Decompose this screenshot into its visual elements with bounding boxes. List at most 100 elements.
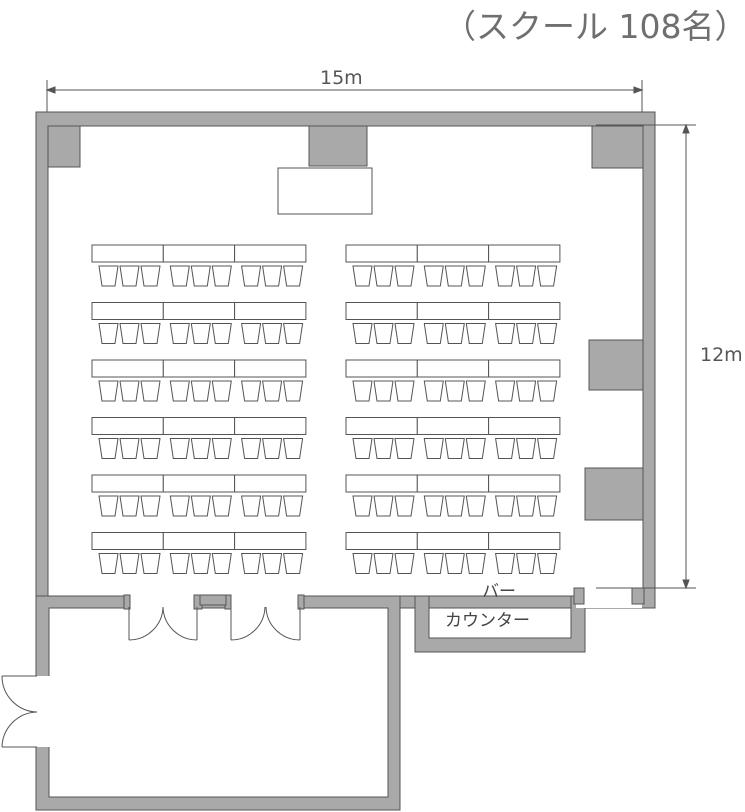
chair bbox=[516, 380, 537, 402]
chair bbox=[394, 495, 415, 517]
chair bbox=[140, 495, 161, 517]
chair bbox=[444, 380, 465, 402]
chair bbox=[394, 553, 415, 574]
chair bbox=[465, 438, 486, 459]
chair bbox=[283, 265, 304, 287]
chair bbox=[211, 265, 232, 287]
chair bbox=[169, 323, 190, 344]
chair bbox=[373, 438, 394, 459]
chair bbox=[190, 380, 211, 402]
chair bbox=[352, 265, 373, 287]
chair bbox=[444, 438, 465, 459]
table bbox=[488, 417, 561, 435]
chair bbox=[98, 553, 119, 574]
table bbox=[162, 532, 236, 550]
chair bbox=[495, 323, 516, 344]
chair bbox=[283, 438, 304, 459]
table bbox=[91, 417, 164, 435]
chair bbox=[537, 323, 558, 344]
chair bbox=[262, 553, 283, 574]
chair bbox=[516, 438, 537, 459]
chair bbox=[465, 553, 486, 574]
door-frames bbox=[123, 587, 645, 610]
chair bbox=[495, 553, 516, 574]
lower-room-wall bbox=[35, 595, 401, 811]
chair bbox=[190, 438, 211, 459]
chair bbox=[444, 323, 465, 344]
chair bbox=[169, 438, 190, 459]
table bbox=[162, 244, 236, 263]
chair bbox=[373, 323, 394, 344]
chair bbox=[190, 495, 211, 517]
walls bbox=[35, 111, 656, 811]
table bbox=[345, 302, 418, 320]
chair bbox=[537, 438, 558, 459]
chair bbox=[98, 438, 119, 459]
chair bbox=[190, 265, 211, 287]
chair bbox=[352, 380, 373, 402]
chair bbox=[119, 438, 140, 459]
chair bbox=[394, 323, 415, 344]
table bbox=[345, 244, 418, 263]
table bbox=[162, 359, 236, 378]
table bbox=[345, 359, 418, 378]
chair bbox=[98, 323, 119, 344]
chair bbox=[283, 553, 304, 574]
chair bbox=[373, 380, 394, 402]
chair bbox=[283, 495, 304, 517]
chair bbox=[190, 323, 211, 344]
chair bbox=[119, 380, 140, 402]
bar-counter-wall bbox=[414, 595, 586, 653]
chair bbox=[352, 553, 373, 574]
table bbox=[345, 532, 418, 550]
table bbox=[345, 417, 418, 435]
chair bbox=[169, 495, 190, 517]
chair bbox=[352, 323, 373, 344]
chair bbox=[352, 495, 373, 517]
table bbox=[234, 532, 307, 550]
pillar-top-right bbox=[591, 125, 644, 169]
chair bbox=[516, 495, 537, 517]
chair bbox=[465, 380, 486, 402]
table bbox=[416, 302, 490, 320]
chair bbox=[444, 495, 465, 517]
table bbox=[416, 359, 490, 378]
pillar-right-2 bbox=[584, 467, 644, 521]
table bbox=[234, 417, 307, 435]
chair bbox=[495, 265, 516, 287]
chair bbox=[211, 380, 232, 402]
chair bbox=[262, 495, 283, 517]
chair bbox=[140, 323, 161, 344]
chair bbox=[119, 323, 140, 344]
chair bbox=[495, 495, 516, 517]
table bbox=[162, 474, 236, 493]
chair bbox=[516, 265, 537, 287]
chair bbox=[394, 380, 415, 402]
chair bbox=[140, 380, 161, 402]
chair bbox=[241, 438, 262, 459]
chair bbox=[241, 380, 262, 402]
door-openings bbox=[35, 590, 642, 747]
chair bbox=[169, 553, 190, 574]
chair bbox=[211, 438, 232, 459]
table bbox=[416, 532, 490, 550]
door-swings bbox=[1, 606, 301, 748]
chair bbox=[444, 553, 465, 574]
pillar-right-1 bbox=[588, 339, 644, 391]
chair bbox=[241, 553, 262, 574]
table bbox=[345, 474, 418, 493]
chair bbox=[394, 265, 415, 287]
chair bbox=[516, 323, 537, 344]
table bbox=[488, 359, 561, 378]
table bbox=[91, 474, 164, 493]
table bbox=[234, 302, 307, 320]
chair bbox=[98, 380, 119, 402]
chair bbox=[119, 265, 140, 287]
table bbox=[416, 417, 490, 435]
chair bbox=[373, 495, 394, 517]
chair bbox=[98, 265, 119, 287]
page-title: （スクール 108名） bbox=[443, 7, 745, 46]
chair bbox=[98, 495, 119, 517]
chair bbox=[423, 323, 444, 344]
